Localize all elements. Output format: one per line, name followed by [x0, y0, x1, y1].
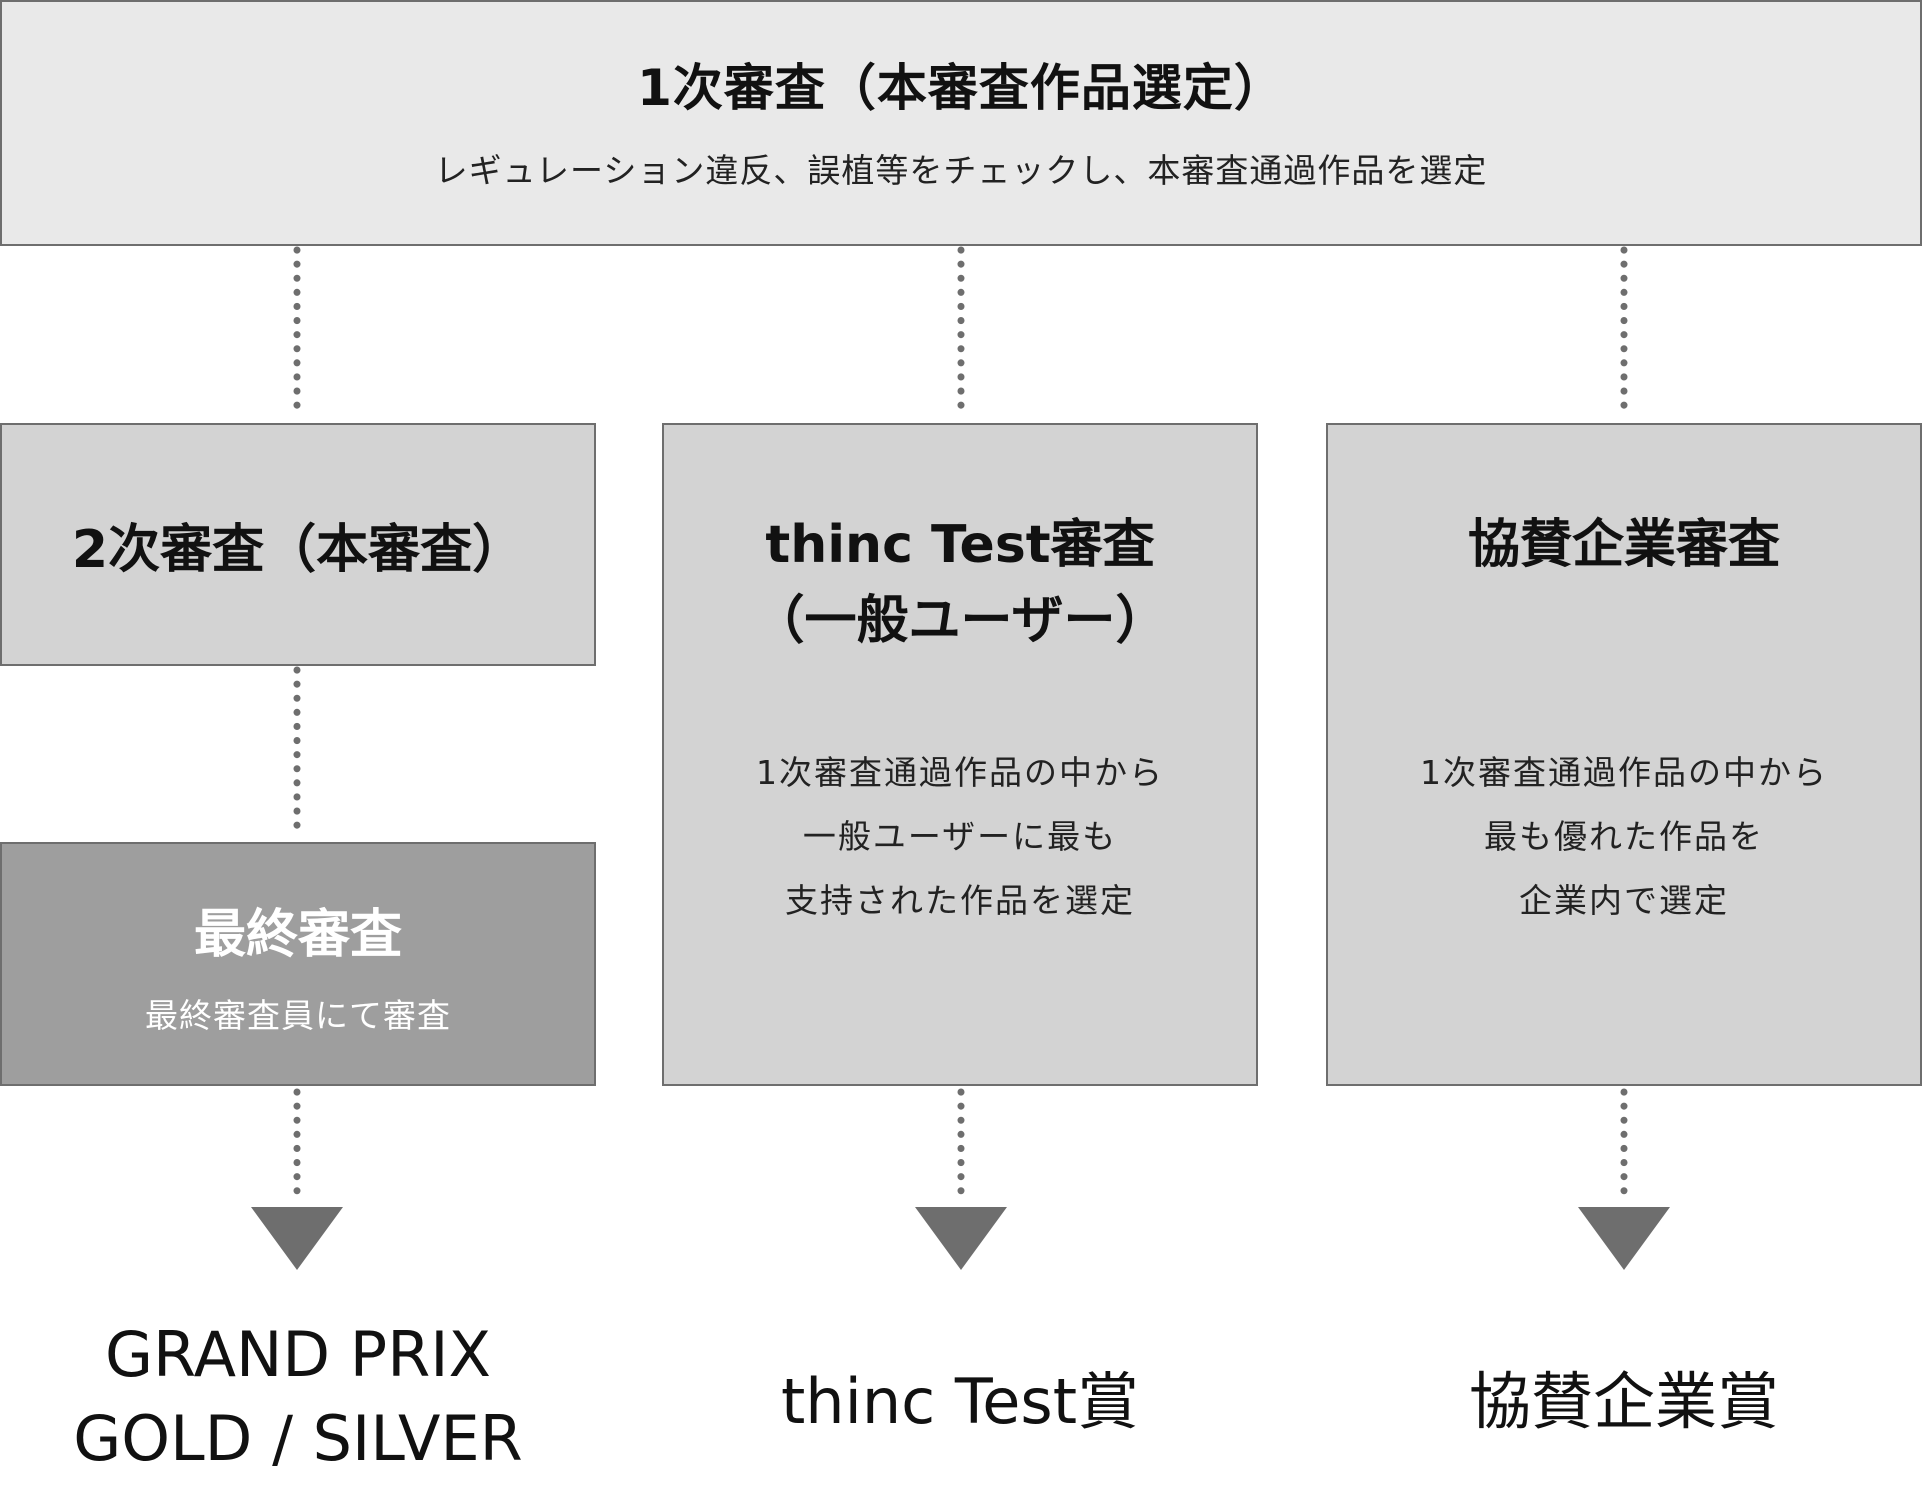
thinc-test-description-line: 1次審査通過作品の中から — [756, 753, 1164, 792]
stage2-title: 2次審査（本審査） — [71, 520, 525, 580]
thinc-test-description: 1次審査通過作品の中から 一般ユーザーに最も 支持された作品を選定 — [664, 741, 1256, 933]
award-thinc-test-line: thinc Test賞 — [774, 1371, 1145, 1437]
thinc-test-description-line: 支持された作品を選定 — [785, 881, 1135, 920]
arrowhead-grand — [251, 1207, 343, 1270]
sponsor-review-title-line: 協賛企業審査 — [1467, 515, 1780, 575]
thinc-test-box: thinc Test審査 （一般ユーザー） 1次審査通過作品の中から 一般ユーザ… — [662, 423, 1258, 1086]
award-grand-prix-line: GRAND PRIX — [98, 1324, 498, 1390]
award-thinc-test: thinc Test賞 — [662, 1365, 1258, 1438]
thinc-test-title-line: （一般ユーザー） — [752, 591, 1168, 651]
thinc-test-title: thinc Test審査 （一般ユーザー） — [753, 507, 1168, 659]
award-sponsor-text: 協賛企業賞 — [1468, 1365, 1779, 1438]
award-sponsor-line: 協賛企業賞 — [1462, 1371, 1785, 1437]
sponsor-review-description: 1次審査通過作品の中から 最も優れた作品を 企業内で選定 — [1328, 741, 1920, 933]
award-grand-prix: GRAND PRIX GOLD / SILVER — [0, 1318, 596, 1486]
stage1-description: レギュレーション違反、誤植等をチェックし、本審査通過作品を選定 — [434, 151, 1488, 190]
final-review-box: 最終審査 最終審査員にて審査 — [0, 842, 596, 1086]
stage1-box: 1次審査（本審査作品選定） レギュレーション違反、誤植等をチェックし、本審査通過… — [0, 0, 1922, 246]
stage2-box: 2次審査（本審査） — [0, 423, 596, 666]
final-review-title: 最終審査 — [193, 904, 402, 965]
sponsor-review-title: 協賛企業審査 — [1468, 507, 1780, 583]
award-sponsor: 協賛企業賞 — [1326, 1365, 1922, 1438]
sponsor-review-box: 協賛企業審査 1次審査通過作品の中から 最も優れた作品を 企業内で選定 — [1326, 423, 1922, 1086]
sponsor-review-description-line: 企業内で選定 — [1519, 881, 1729, 920]
award-gold-silver-text: GOLD / SILVER — [73, 1402, 523, 1475]
thinc-test-description-line: 一般ユーザーに最も — [802, 817, 1118, 856]
sponsor-review-description-line: 最も優れた作品を — [1484, 817, 1764, 856]
arrowhead-thinc — [915, 1207, 1007, 1270]
stage1-title: 1次審査（本審査作品選定） — [637, 59, 1285, 117]
final-review-description: 最終審査員にて審査 — [145, 995, 451, 1035]
arrowhead-sponsor — [1578, 1207, 1670, 1270]
sponsor-review-description-line: 1次審査通過作品の中から — [1420, 753, 1828, 792]
thinc-test-title-line: thinc Test審査 — [765, 515, 1155, 575]
award-gold-silver-line: GOLD / SILVER — [67, 1408, 529, 1474]
award-thinc-test-text: thinc Test賞 — [780, 1365, 1139, 1438]
award-grand-prix-text: GRAND PRIX — [104, 1318, 492, 1391]
